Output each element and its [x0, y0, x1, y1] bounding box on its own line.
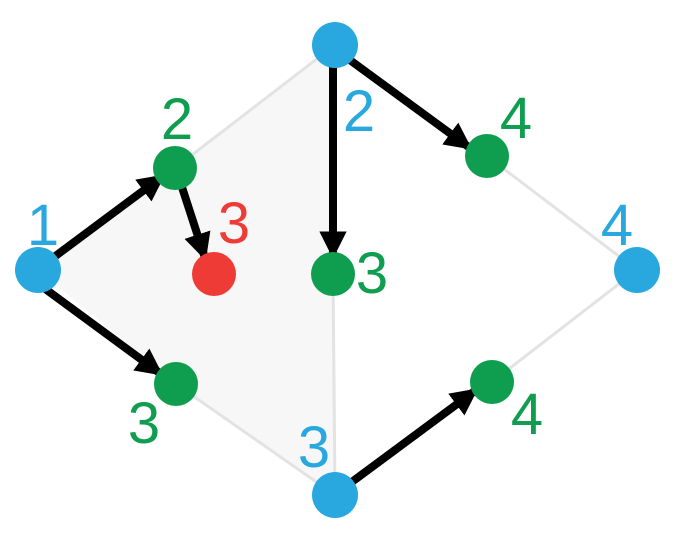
label-green-upper-right: 4 [500, 86, 532, 151]
node-green-lower-left [154, 362, 198, 406]
edge-center-to-bottom [331, 273, 337, 496]
node-red [192, 252, 236, 296]
label-node-right: 4 [601, 193, 633, 258]
arrow-1-to-upper-left [38, 172, 167, 270]
arrow-upper-left-to-red [175, 174, 211, 262]
node-green-upper-right [465, 134, 509, 178]
graph-edges [174, 43, 638, 497]
node-green-lower-right [470, 360, 514, 404]
arrow-top-to-upper-right [339, 51, 474, 152]
node-blue-left [15, 247, 61, 293]
edge-lower-left-to-bottom [175, 382, 336, 497]
shaded-region [38, 45, 335, 495]
node-blue-top [312, 22, 358, 68]
label-red-center-left: 3 [218, 191, 250, 256]
edge-upper-left-to-top [174, 43, 336, 170]
arrow-1-to-lower-left [40, 284, 165, 378]
arrow-bottom-to-lower-right [341, 386, 480, 491]
label-green-lower-left: 3 [128, 391, 160, 456]
node-green-upper-left [153, 146, 197, 190]
nodes [15, 22, 660, 518]
label-green-center: 3 [356, 241, 388, 306]
node-blue-right [614, 247, 660, 293]
label-green-lower-right: 4 [511, 382, 543, 447]
node-blue-bottom [312, 472, 358, 518]
edge-upper-right-to-right [486, 154, 638, 272]
labels: 1 2 3 4 2 3 3 3 4 4 [27, 79, 633, 480]
node-green-center [311, 252, 355, 296]
arrows [38, 51, 480, 491]
label-node-bottom: 3 [298, 415, 330, 480]
label-node-top: 2 [343, 79, 375, 144]
edge-right-to-lower-right [491, 268, 638, 384]
label-green-upper-left: 2 [161, 87, 193, 152]
label-node-left: 1 [27, 193, 59, 258]
